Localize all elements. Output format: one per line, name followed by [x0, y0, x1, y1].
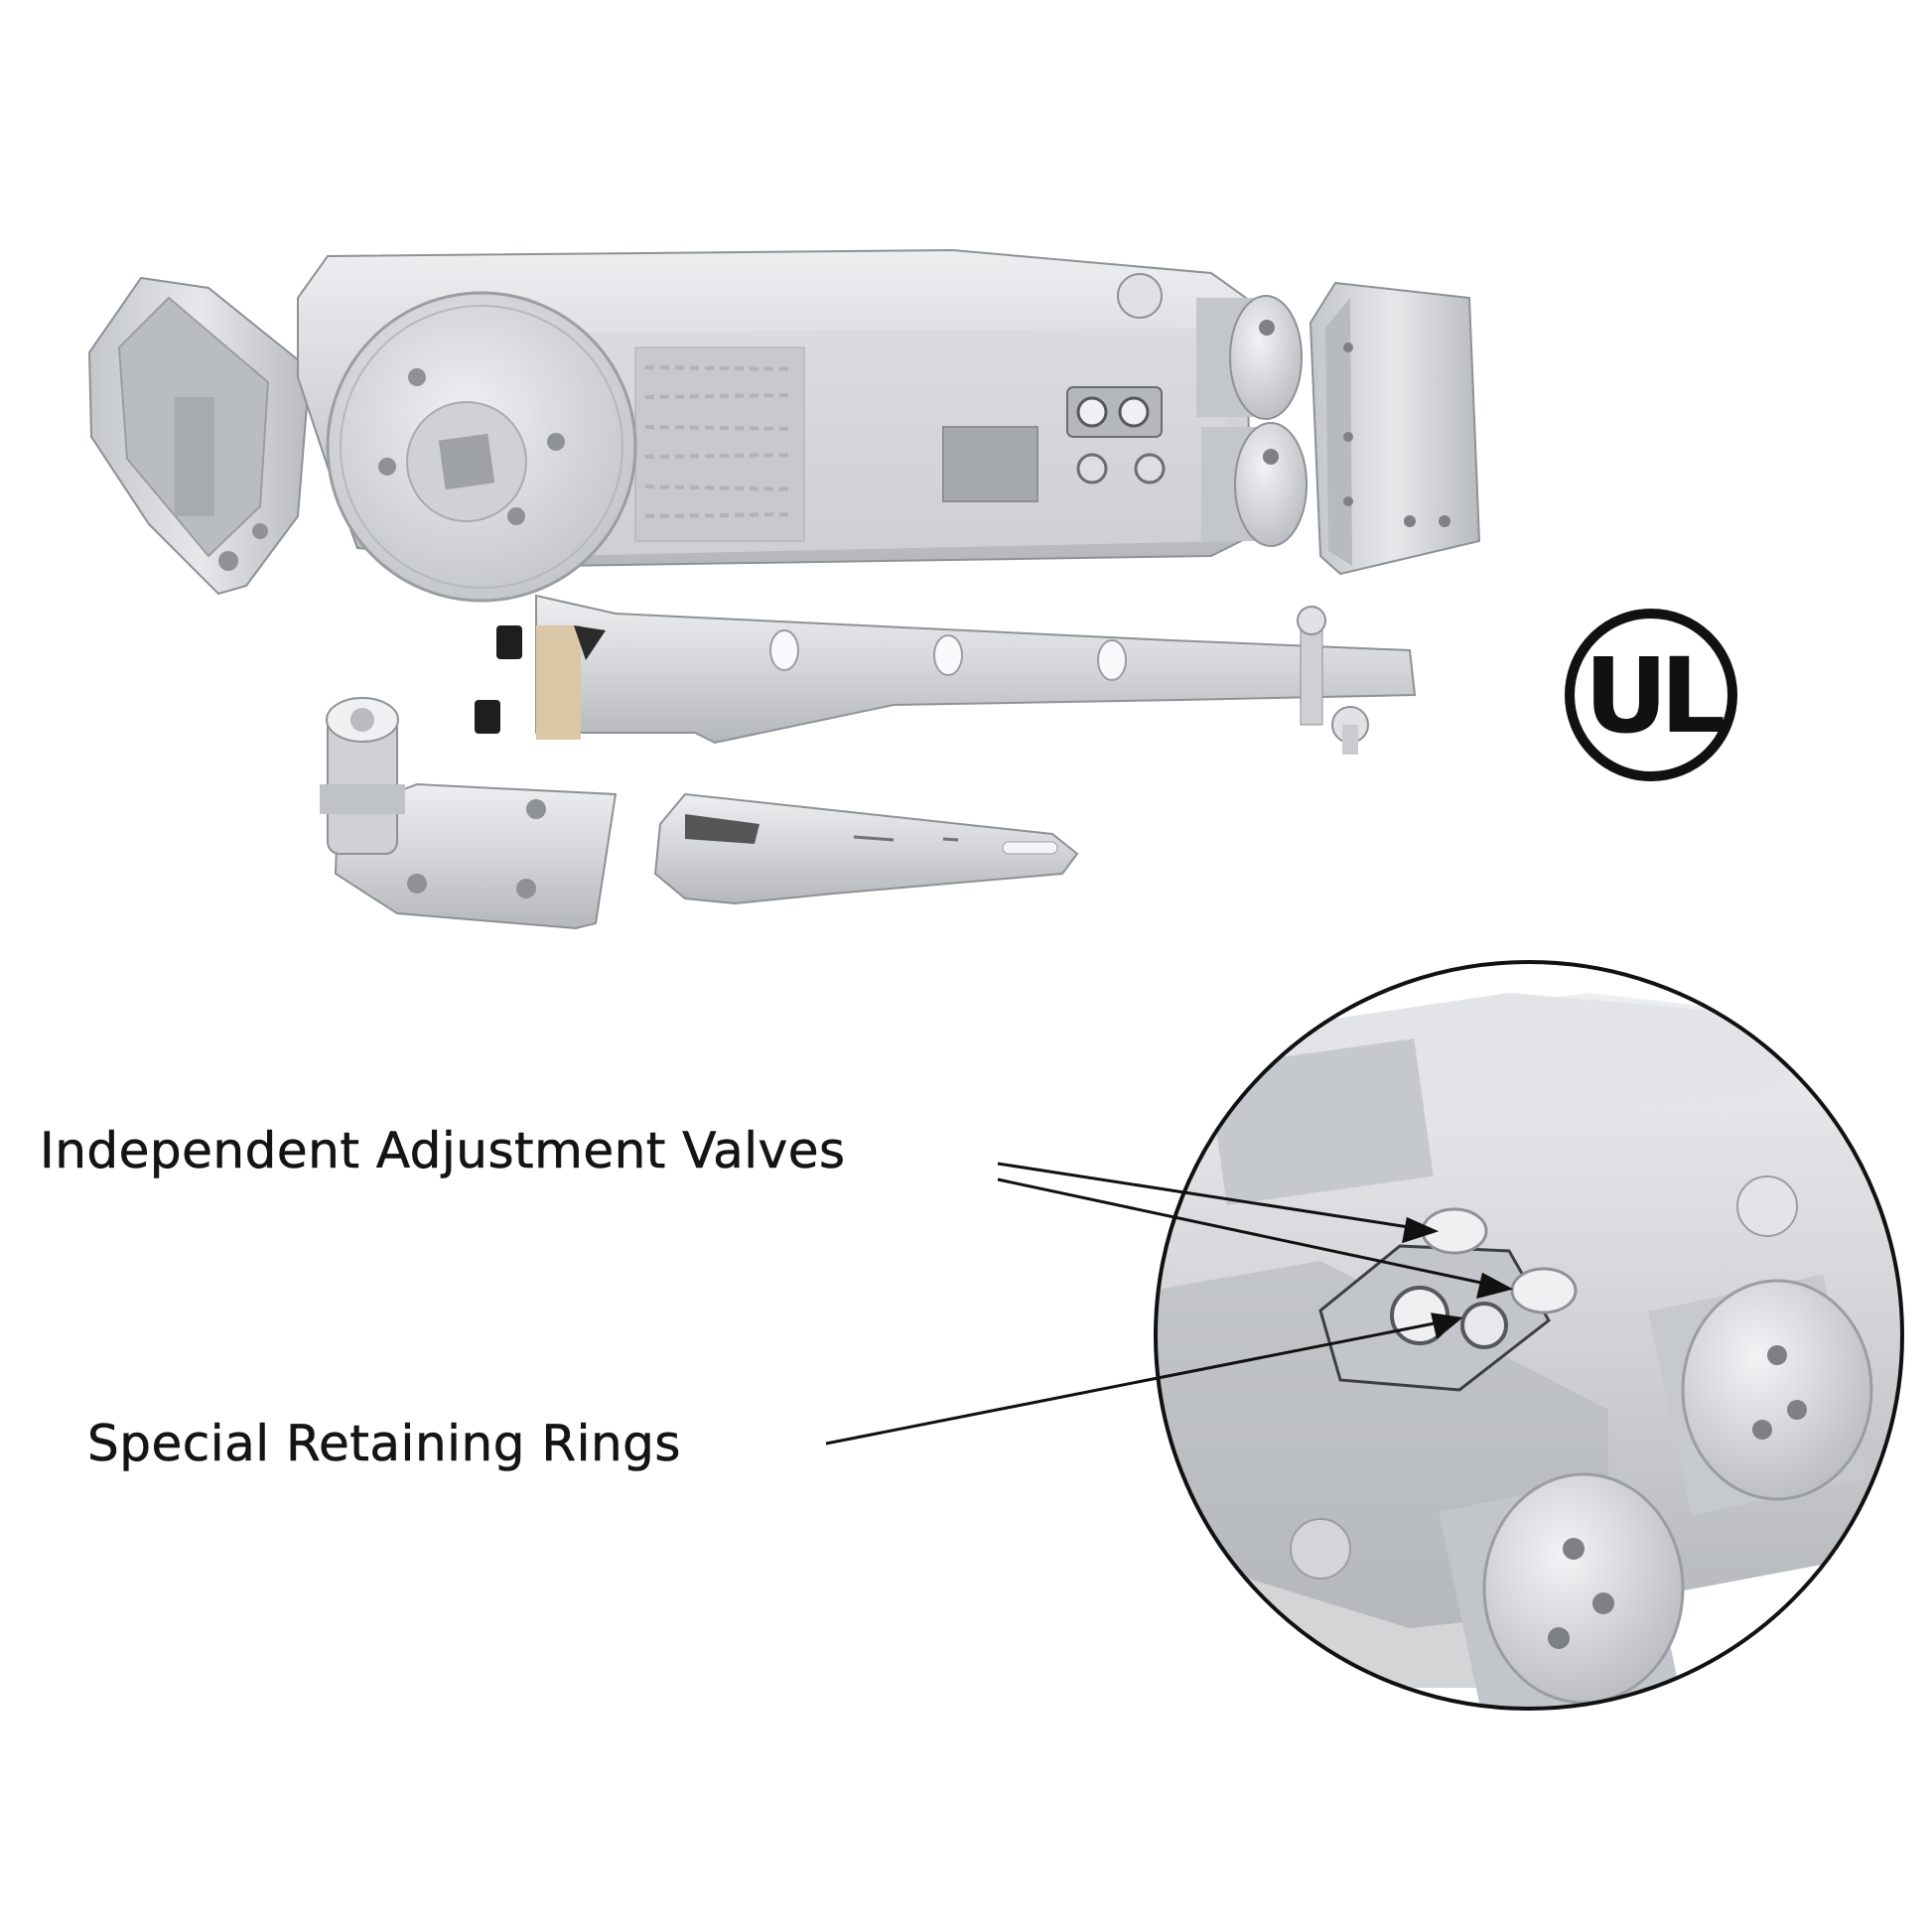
body-valve-plate — [1066, 386, 1166, 484]
arm-cover — [653, 792, 1079, 905]
body-cylinders — [1196, 295, 1308, 547]
special-retaining-rings-label: Special Retaining Rings — [87, 1415, 681, 1473]
ul-certification-mark: UL — [1565, 609, 1737, 781]
svg-text:UL: UL — [1585, 635, 1724, 757]
zoom-detail — [1154, 960, 1904, 1711]
top-pivot — [320, 697, 618, 930]
callout-leaders — [825, 1162, 1514, 1446]
closer-body — [297, 248, 1308, 603]
spindle-disc — [326, 291, 637, 603]
zoom-cylinder-right — [1648, 1274, 1873, 1516]
closer-arm — [475, 594, 1417, 755]
mounting-bracket — [1309, 281, 1481, 576]
independent-adjustment-valves-label: Independent Adjustment Valves — [40, 1122, 846, 1180]
zoom-cylinder-left — [1439, 1470, 1685, 1709]
end-cap-bracket — [87, 276, 312, 596]
